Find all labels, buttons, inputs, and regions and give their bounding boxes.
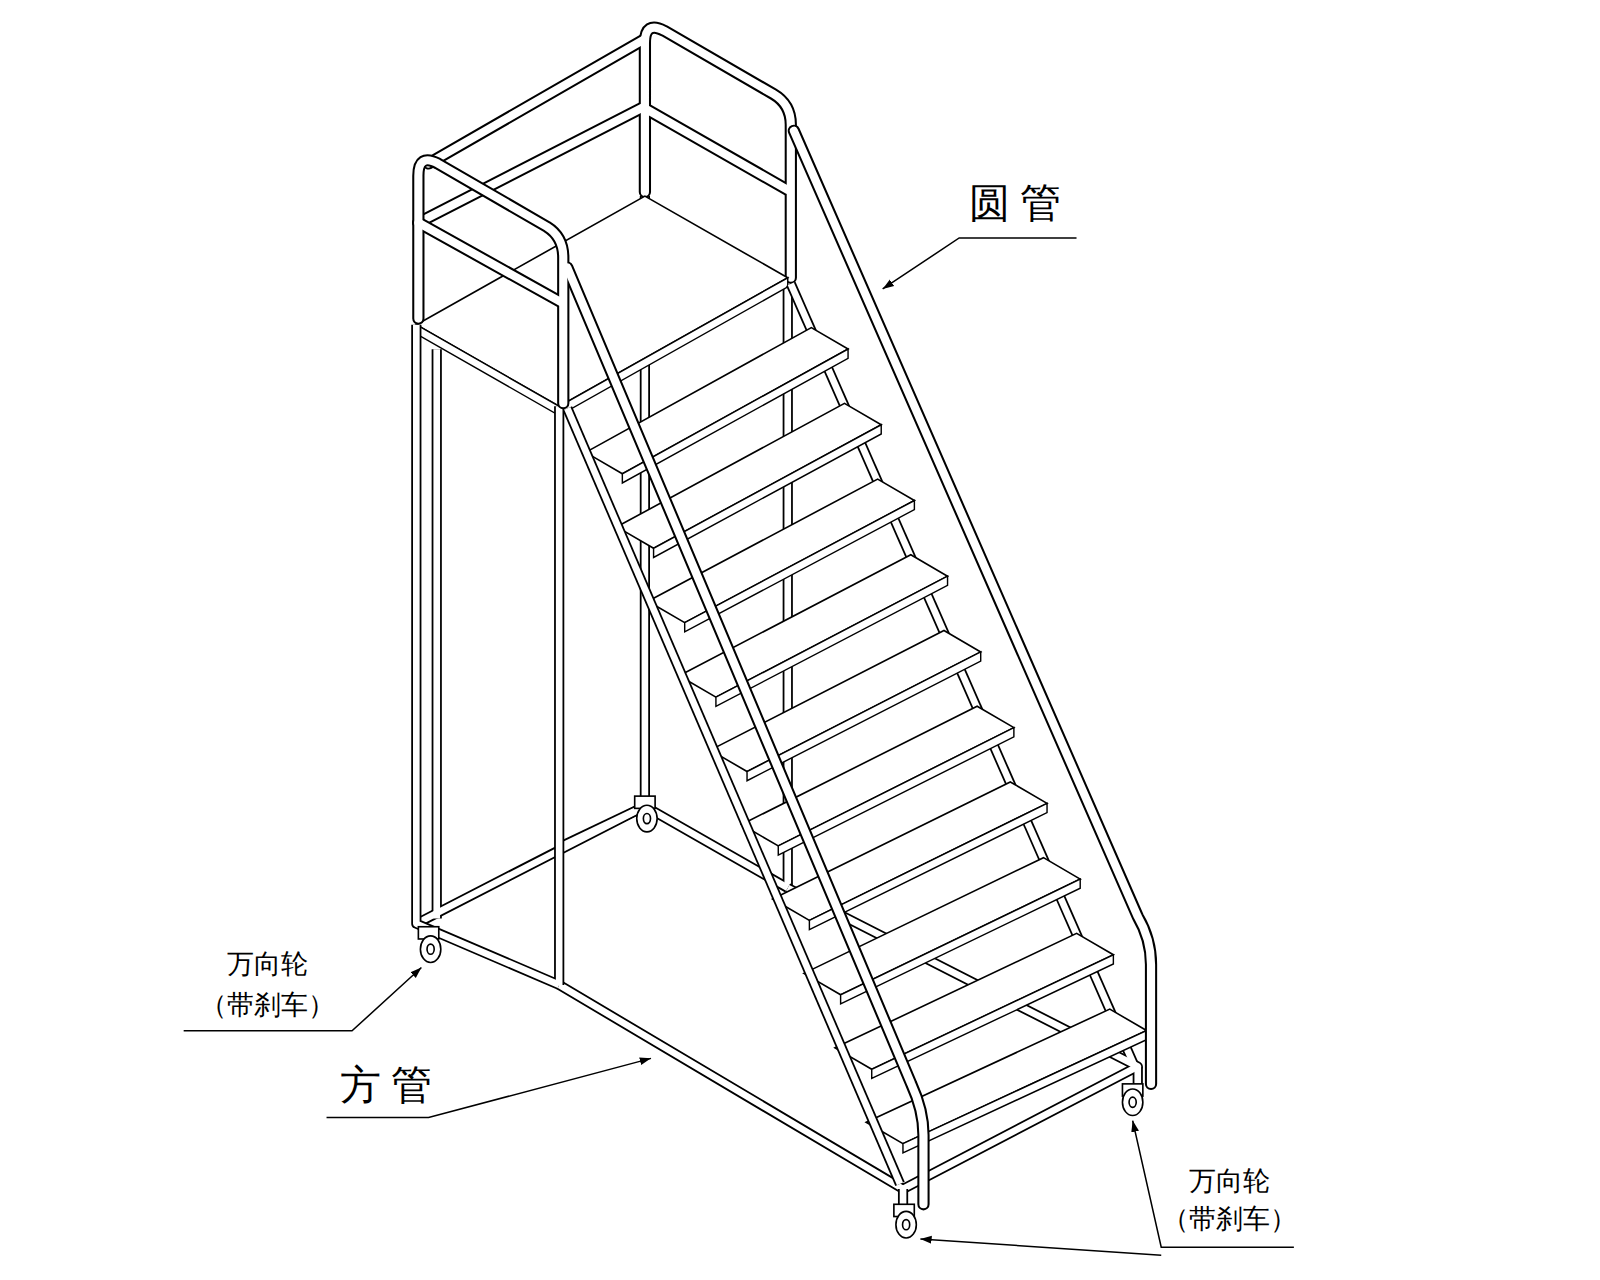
callout-label: 万向轮 (227, 949, 308, 979)
part-label: 方 管 (340, 1063, 432, 1110)
caster-wheel (418, 796, 1142, 1238)
part-label: 圆 管 (969, 181, 1061, 228)
stair-tread-edge (903, 1031, 1147, 1153)
callout-label: （带刹车） (200, 990, 335, 1020)
callout-label: 万向轮 (1189, 1166, 1270, 1196)
callout-label: （带刹车） (1162, 1204, 1297, 1234)
leader-line (184, 238, 1294, 1255)
